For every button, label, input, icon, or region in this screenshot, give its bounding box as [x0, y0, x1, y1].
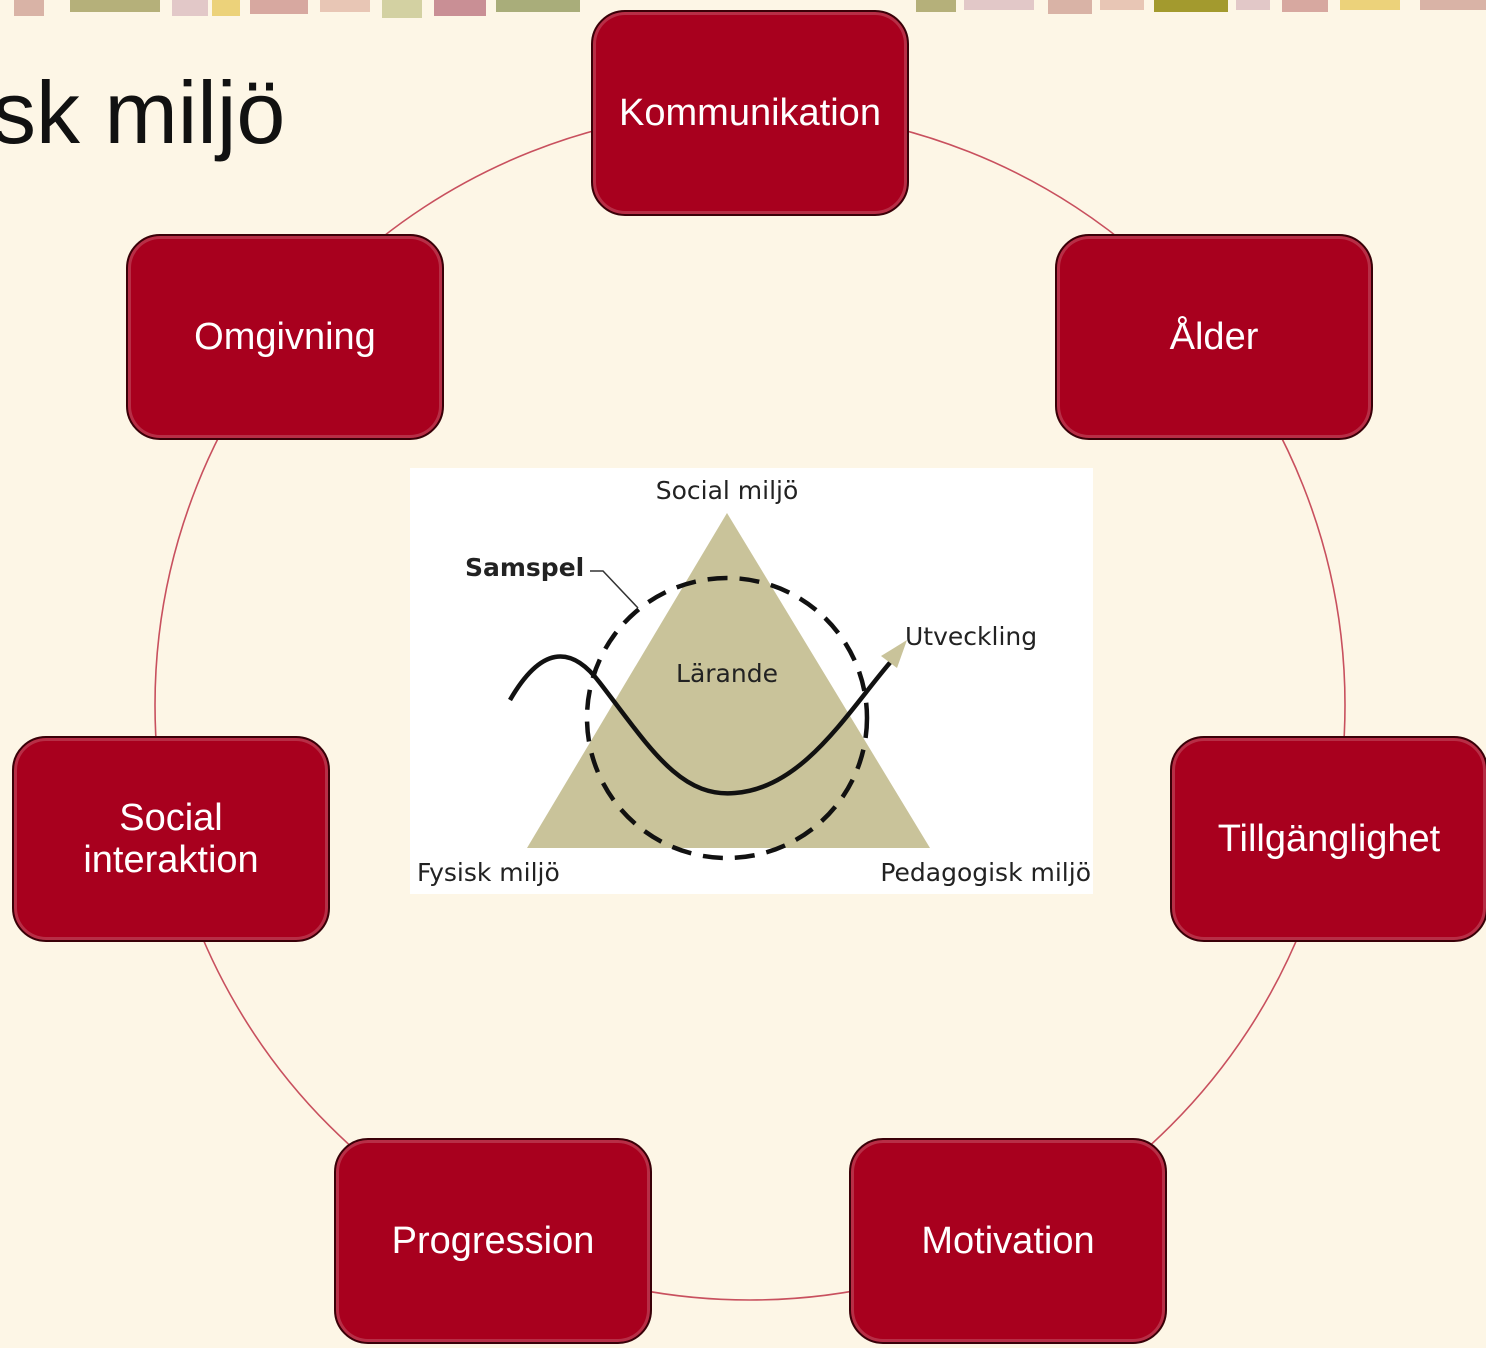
node-motivation-label: Motivation: [921, 1220, 1095, 1262]
label-larande: Lärande: [676, 659, 778, 688]
samspel-dashed-circle: [584, 575, 870, 861]
node-motivation: Motivation: [849, 1138, 1167, 1344]
node-kommunikation: Kommunikation: [591, 10, 909, 216]
node-progression-label: Progression: [391, 1220, 595, 1262]
node-omgivning: Omgivning: [126, 234, 444, 440]
center-figure: Social miljö Samspel Utveckling Lärande …: [410, 468, 1093, 894]
node-tillganglighet-label: Tillgänglighet: [1217, 818, 1441, 860]
node-progression: Progression: [334, 1138, 652, 1344]
environment-triangle: [527, 513, 930, 848]
utveckling-curve: [508, 654, 896, 796]
node-kommunikation-label: Kommunikation: [619, 92, 881, 134]
label-fysisk-miljo: Fysisk miljö: [417, 858, 560, 887]
label-samspel: Samspel: [465, 553, 584, 582]
node-social-interaktion: Social interaktion: [12, 736, 330, 942]
node-social-interaktion-line2: interaktion: [83, 839, 259, 881]
node-tillganglighet: Tillgänglighet: [1170, 736, 1486, 942]
label-social-miljo: Social miljö: [656, 476, 799, 505]
decorative-top-strip: [0, 0, 1486, 20]
node-alder: Ålder: [1055, 234, 1373, 440]
samspel-pointer-line: [590, 570, 639, 609]
label-utveckling: Utveckling: [905, 622, 1037, 651]
label-pedagogisk-miljo: Pedagogisk miljö: [880, 858, 1091, 887]
node-alder-label: Ålder: [1169, 316, 1259, 358]
node-social-interaktion-line1: Social: [119, 797, 223, 839]
utveckling-arrowhead: [881, 640, 907, 668]
node-omgivning-label: Omgivning: [194, 316, 376, 358]
page-title: sk miljö: [0, 63, 286, 162]
